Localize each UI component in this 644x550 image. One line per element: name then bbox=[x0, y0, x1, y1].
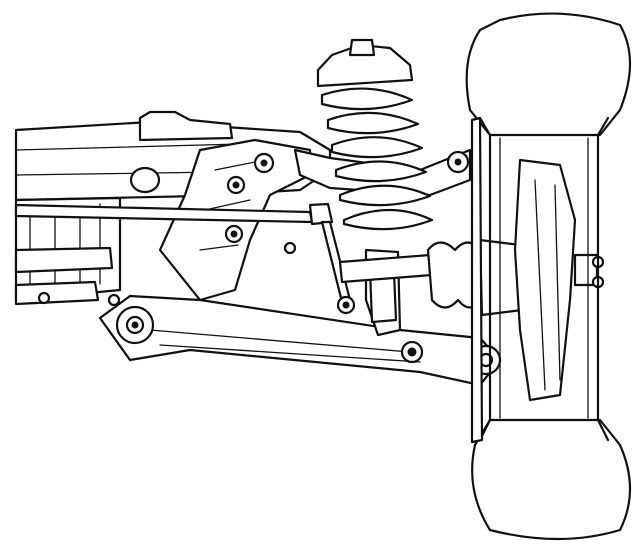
wheel-upright bbox=[513, 158, 605, 402]
lower-wishbone bbox=[98, 294, 502, 387]
frame-bolts bbox=[37, 241, 297, 307]
frame-port bbox=[129, 166, 161, 194]
coil-spring-strut bbox=[316, 38, 434, 337]
spring-coils bbox=[320, 87, 434, 231]
wheel-tyre bbox=[465, 12, 632, 541]
